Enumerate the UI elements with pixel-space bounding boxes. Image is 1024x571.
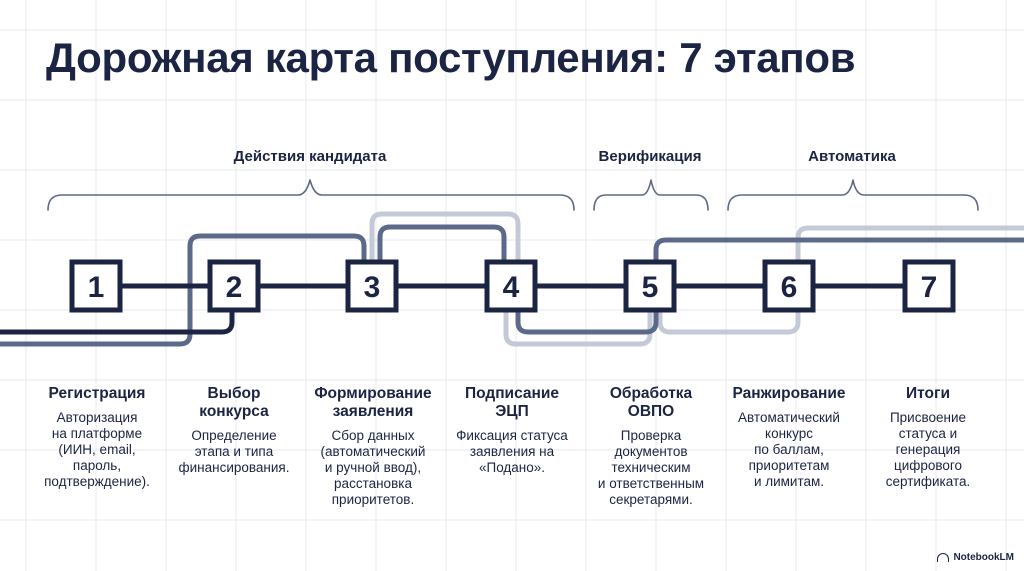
step-box-3: 3 [345,259,399,313]
group-label-automation: Автоматика [808,148,896,165]
step-box-1: 1 [69,259,123,313]
group-label-candidate: Действия кандидата [233,148,387,165]
step-title: Ранжирование [732,385,846,402]
step-box-6: 6 [762,259,816,313]
step-description: Автоматический конкурс по баллам, приори… [738,410,840,489]
step-title: Итоги [906,385,950,402]
connector-light-3-4 [369,211,521,262]
step-title: Обработка ОВПО [609,385,693,420]
step-title: Формирование заявления [314,385,432,420]
step-info-1: Регистрация Авторизация на платформе (ИИ… [27,385,167,490]
page-title: Дорожная карта поступления: 7 этапов [46,34,856,81]
step-number-7: 7 [921,271,938,304]
step-number-6: 6 [781,271,798,304]
step-description: Фиксация статуса заявления на «Подано». [456,428,568,475]
step-title: Подписание ЭЦП [464,385,560,420]
step-number-5: 5 [642,271,659,304]
connector-light-5-7 [657,225,1024,335]
step-info-3: Формирование заявления Сбор данных (авто… [303,385,443,508]
connector-slate-1-3 [0,233,367,347]
step-box-4: 4 [484,259,538,313]
group-label-verification: Верификация [598,148,702,165]
connector-navy-in [0,310,235,335]
branding-label: NotebookLM [953,552,1014,563]
step-number-3: 3 [364,271,381,304]
step-box-2: 2 [207,259,261,313]
brace-candidate [47,179,575,211]
brace-automation [727,179,979,211]
step-info-2: Выбор конкурса Определение этапа и типа … [164,385,304,476]
step-number-4: 4 [503,271,520,304]
step-box-5: 5 [623,259,677,313]
step-info-6: Ранжирование Автоматический конкурс по б… [719,385,859,490]
step-description: Авторизация на платформе (ИИН, email, па… [44,410,150,489]
step-description: Сбор данных (автоматический и ручной вво… [320,428,426,507]
step-number-1: 1 [88,271,105,304]
step-box-7: 7 [902,259,956,313]
step-title: Выбор конкурса [199,385,269,420]
step-info-5: Обработка ОВПО Проверка документов техни… [581,385,721,508]
step-number-2: 2 [226,271,243,304]
brace-verification [593,179,709,211]
step-description: Присвоение статуса и генерация цифрового… [885,410,971,489]
notebooklm-icon [937,553,950,562]
step-description: Проверка документов техническим и ответс… [597,428,705,507]
step-info-7: Итоги Присвоение статуса и генерация циф… [858,385,998,490]
step-title: Регистрация [48,385,146,402]
connector-slate-3-4 [377,224,507,262]
branding: NotebookLM [937,552,1014,563]
connector-slate-4-5 [515,237,1024,335]
step-info-4: Подписание ЭЦП Фиксация статуса заявлени… [442,385,582,476]
connector-light-4-5 [503,286,653,347]
step-description: Определение этапа и типа финансирования. [178,428,290,475]
